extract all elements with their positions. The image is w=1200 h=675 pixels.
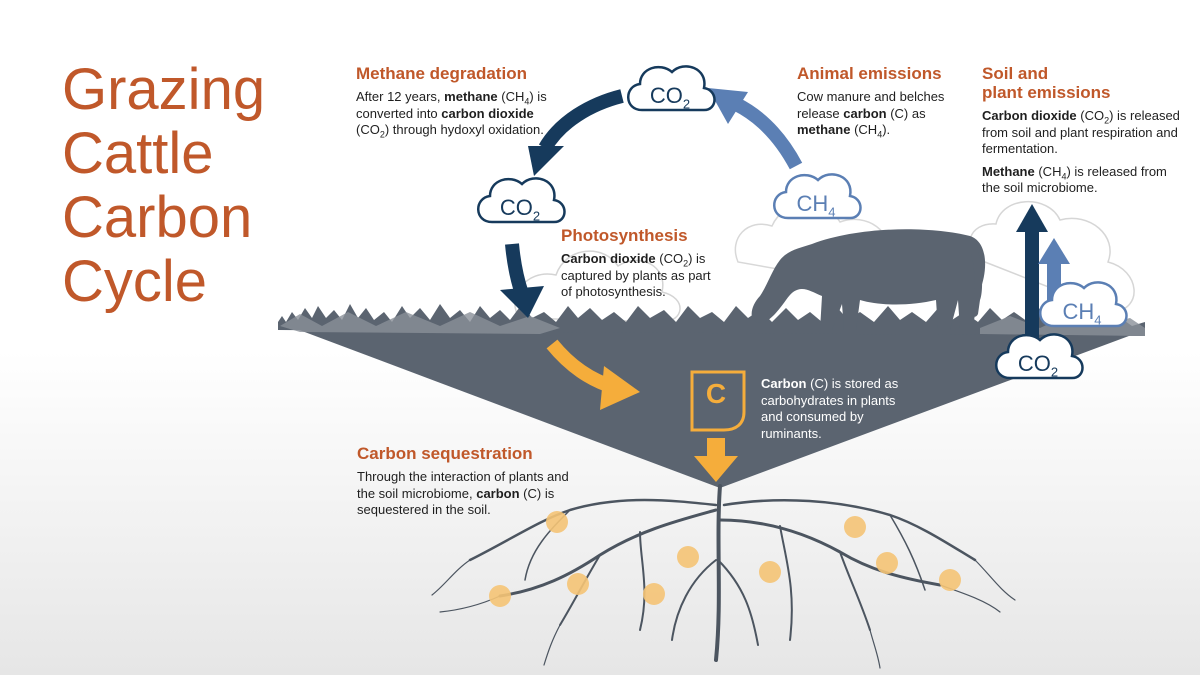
cloud-ch4-cow [773,173,862,220]
animal-emissions-text: Cow manure and belches release carbon (C… [797,89,945,140]
cloud-co2-top [627,65,716,112]
title-line: Grazing [62,57,266,122]
soil-co2-text: Carbon dioxide (CO2) is released from so… [982,108,1180,156]
carbon-sequestration-text: Through the interaction of plants and th… [357,469,569,517]
soil-ch4-text: Methane (CH4) is released from the soil … [982,163,1167,196]
cloud-ch4-right-label: CH4 [1062,299,1102,328]
cloud-co2-left [477,177,566,224]
photosynthesis-heading: Photosynthesis [561,226,688,245]
title-line: Cycle [62,249,208,314]
cloud-co2-right [995,333,1084,380]
cloud-ch4-cow-label: CH4 [796,191,836,220]
photosynthesis-text: Carbon dioxide (CO2) is captured by plan… [561,251,711,299]
soil-wedge [278,322,1145,488]
arrow-ch4-rising [708,88,803,170]
cloud-ch4-right [1039,281,1128,328]
cloud-co2-left-label: CO2 [499,195,541,224]
arrow-co2-down-to-plants [500,243,544,318]
arrow-carbon-down [694,438,738,482]
cloud-co2-top-label: CO2 [649,83,691,112]
page-title: Grazing Cattle Carbon Cycle [62,58,322,314]
cloud-co2-right-label: CO2 [1017,351,1059,380]
cow-silhouette [751,229,986,330]
methane-degradation-heading: Methane degradation [356,64,527,83]
light-grass [280,312,560,334]
carbon-sequestration-heading: Carbon sequestration [357,444,533,463]
photosynthesis-block: Photosynthesis Carbon dioxide (CO2) is c… [561,226,721,307]
arrow-methane-to-co2 [528,89,624,176]
title-line: Cattle [62,121,214,186]
soil-carbon-dots [489,511,961,607]
carbon-storage-block: Carbon (C) is stored as carbohydrates in… [761,376,901,448]
background-cloud [969,200,1135,313]
arrow-soil-co2-up [1016,204,1048,358]
title-line: Carbon [62,185,253,250]
animal-emissions-heading: Animal emissions [797,64,942,83]
background-cloud [514,250,681,323]
arrow-photosynthesis-to-carbon [546,339,640,410]
carbon-storage-text: Carbon (C) is stored as carbohydrates in… [761,376,899,441]
animal-emissions-block: Animal emissions Cow manure and belches … [797,64,962,145]
methane-degradation-block: Methane degradation After 12 years, meth… [356,64,566,145]
carbon-shield-icon [690,370,746,432]
methane-degradation-text: After 12 years, methane (CH4) is convert… [356,89,547,140]
carbon-sequestration-block: Carbon sequestration Through the interac… [357,444,577,525]
carbon-symbol: C [705,378,727,409]
